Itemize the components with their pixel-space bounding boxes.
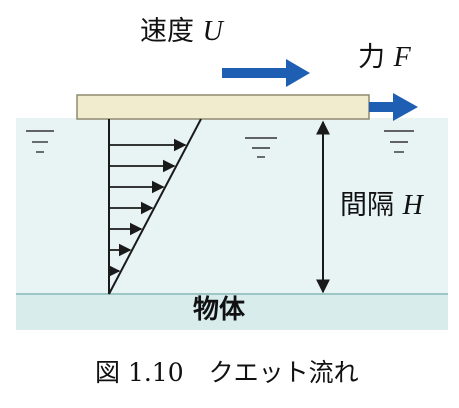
fluid-region <box>16 118 448 296</box>
object-band <box>16 294 448 330</box>
force-label-text: 力 <box>358 42 385 73</box>
gap-symbol: H <box>402 190 423 221</box>
object-label: 物体 <box>193 295 246 325</box>
gap-label-text: 間隔 <box>340 190 394 221</box>
speed-symbol: U <box>202 16 223 47</box>
moving-plate <box>76 94 370 120</box>
force-label: 力 F <box>358 44 411 72</box>
figure-caption: 図 1.10 クエット流れ <box>95 358 359 387</box>
speed-arrow <box>222 59 310 87</box>
velocity-arrows <box>107 138 187 278</box>
force-arrow <box>369 93 418 121</box>
speed-label-text: 速度 <box>140 16 194 47</box>
water-surface-symbol-right <box>384 130 414 153</box>
water-surface-symbol-left <box>26 130 54 153</box>
gap-label: 間隔 H <box>340 192 423 220</box>
force-symbol: F <box>393 42 411 73</box>
water-surface-symbol-center <box>245 137 277 158</box>
speed-label: 速度 U <box>140 18 223 46</box>
